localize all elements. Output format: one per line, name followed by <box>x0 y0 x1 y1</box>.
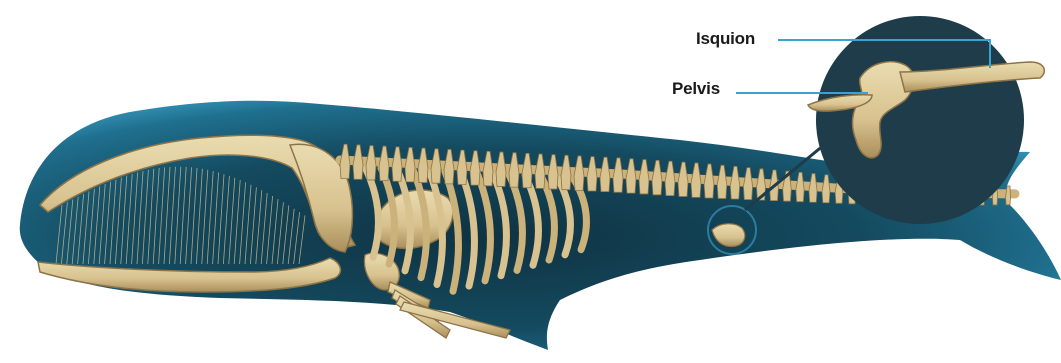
isquion-label: Isquion <box>696 29 755 49</box>
pelvis-label: Pelvis <box>672 79 720 99</box>
vertebra <box>1006 186 1011 205</box>
